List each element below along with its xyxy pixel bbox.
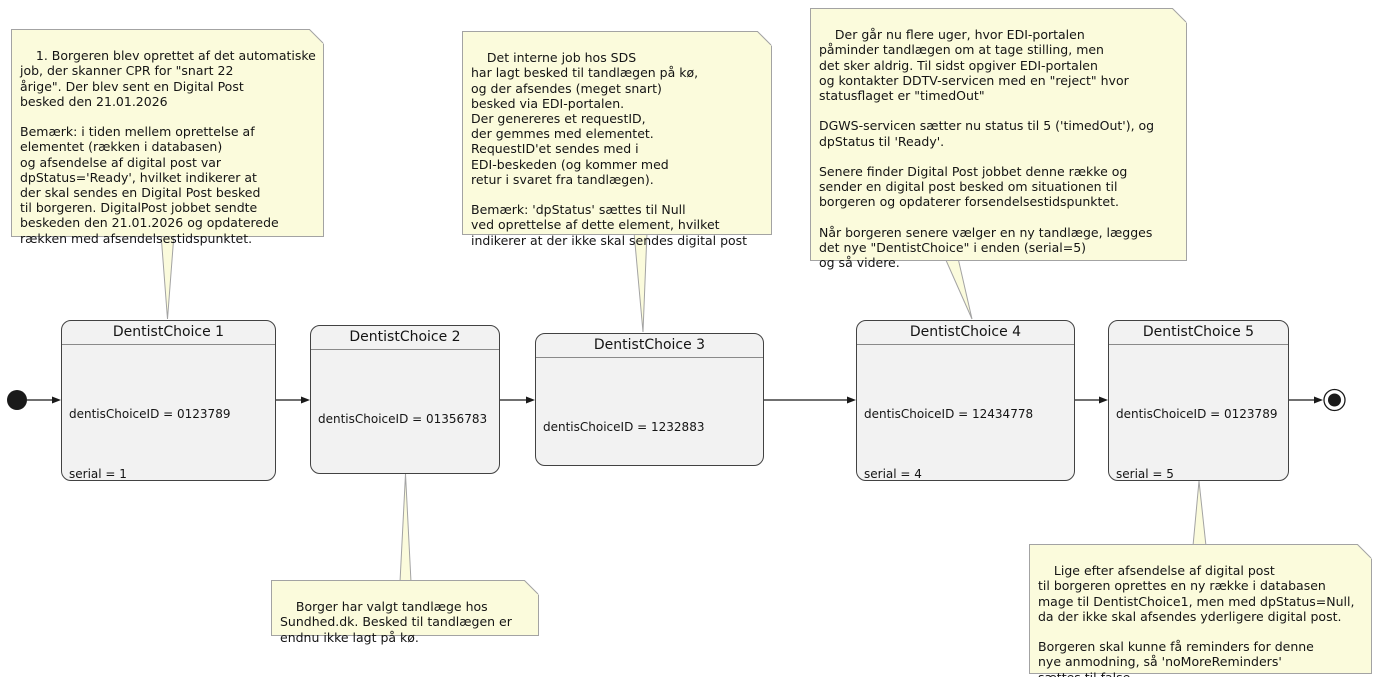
- state-box-dentistchoice-1: DentistChoice 1 dentisChoiceID = 0123789…: [61, 320, 276, 481]
- note-text: 1. Borgeren blev oprettet af det automat…: [20, 48, 316, 246]
- state-box-dentistchoice-2: DentistChoice 2 dentisChoiceID = 0135678…: [310, 325, 500, 474]
- note-connector-4: [399, 473, 412, 583]
- state-box-dentistchoice-4: DentistChoice 4 dentisChoiceID = 1243477…: [856, 320, 1075, 481]
- transition-arrow-5-to-end: [1289, 396, 1323, 404]
- state-fields: dentisChoiceID = 0123789 serial = 5 pers…: [1109, 345, 1288, 481]
- state-fields: dentisChoiceID = 12434778 serial = 4 per…: [857, 345, 1074, 481]
- note-text: Borger har valgt tandlæge hos Sundhed.dk…: [280, 599, 512, 645]
- state-title: DentistChoice 5: [1109, 321, 1288, 345]
- state-field-row: dentisChoiceID = 12434778: [864, 407, 1067, 422]
- note-text: Det interne job hos SDS har lagt besked …: [471, 50, 748, 248]
- note-dentist-chosen: Borger har valgt tandlæge hos Sundhed.dk…: [271, 579, 539, 645]
- field-name: dentisChoiceID: [318, 412, 409, 426]
- field-separator: =: [633, 420, 652, 434]
- field-separator: =: [408, 412, 427, 426]
- field-value: 4: [914, 467, 922, 481]
- field-name: serial: [1116, 467, 1149, 481]
- field-separator: =: [1206, 407, 1225, 421]
- note-connector-5: [1192, 480, 1207, 547]
- state-field-row: serial = 2: [318, 472, 492, 473]
- field-value: 12434778: [972, 407, 1034, 421]
- note-sds-queue: Det interne job hos SDS har lagt besked …: [462, 30, 772, 248]
- state-field-row: dentisChoiceID = 1232883: [543, 420, 756, 435]
- state-fields: dentisChoiceID = 1232883 serial = 3 pers…: [536, 358, 763, 465]
- field-name: dentisChoiceID: [69, 407, 160, 421]
- state-title: DentistChoice 4: [857, 321, 1074, 345]
- state-title: DentistChoice 3: [536, 334, 763, 358]
- field-name: serial: [318, 472, 351, 473]
- transition-arrow-2-to-3: [500, 396, 535, 404]
- state-box-dentistchoice-3: DentistChoice 3 dentisChoiceID = 1232883…: [535, 333, 764, 466]
- state-fields: dentisChoiceID = 01356783 serial = 2 per…: [311, 350, 499, 473]
- state-box-dentistchoice-5: DentistChoice 5 dentisChoiceID = 0123789…: [1108, 320, 1289, 481]
- transition-arrow-4-to-5: [1075, 396, 1108, 404]
- field-separator: =: [1148, 467, 1167, 481]
- field-value: 1: [119, 467, 127, 481]
- note-text: Der går nu flere uger, hvor EDI-portalen…: [819, 27, 1155, 271]
- state-field-row: dentisChoiceID = 01356783: [318, 412, 492, 427]
- fold-corner-icon: [756, 30, 772, 46]
- field-value: 5: [1166, 467, 1174, 481]
- state-field-row: serial = 5: [1116, 467, 1281, 481]
- field-separator: =: [896, 467, 915, 481]
- field-separator: =: [101, 467, 120, 481]
- field-name: dentisChoiceID: [1116, 407, 1207, 421]
- state-field-row: dentisChoiceID = 0123789: [1116, 407, 1281, 422]
- field-separator: =: [954, 407, 973, 421]
- state-field-row: serial = 1: [69, 467, 268, 481]
- final-state-icon: [1323, 388, 1346, 412]
- field-separator: =: [351, 472, 369, 473]
- note-text: Lige efter afsendelse af digital post ti…: [1038, 563, 1355, 677]
- transition-arrow-3-to-4: [763, 396, 856, 404]
- field-value: 01356783: [426, 412, 488, 426]
- transition-arrow-1-to-2: [276, 396, 310, 404]
- field-name: dentisChoiceID: [543, 420, 634, 434]
- fold-corner-icon: [1356, 543, 1372, 559]
- field-value: 0123789: [177, 407, 231, 421]
- field-name: serial: [864, 467, 897, 481]
- state-title: DentistChoice 1: [62, 321, 275, 345]
- note-new-row: Lige efter afsendelse af digital post ti…: [1029, 543, 1372, 677]
- fold-corner-icon: [1171, 7, 1187, 23]
- fold-corner-icon: [308, 28, 324, 44]
- field-value: 1232883: [651, 420, 705, 434]
- state-title: DentistChoice 2: [311, 326, 499, 350]
- note-connector-1: [160, 233, 175, 320]
- note-creation: 1. Borgeren blev oprettet af det automat…: [11, 28, 324, 246]
- note-connector-3: [944, 257, 973, 320]
- state-field-row: serial = 4: [864, 467, 1067, 481]
- field-value: 2: [368, 472, 376, 473]
- fold-corner-icon: [523, 579, 539, 595]
- state-field-row: dentisChoiceID = 0123789: [69, 407, 268, 422]
- start-state-icon: [7, 390, 27, 410]
- state-fields: dentisChoiceID = 0123789 serial = 1 pers…: [62, 345, 275, 481]
- note-timeout: Der går nu flere uger, hvor EDI-portalen…: [810, 7, 1187, 270]
- transition-arrow-start-to-1: [27, 396, 61, 404]
- field-name: serial: [69, 467, 102, 481]
- field-value: 0123789: [1224, 407, 1278, 421]
- field-name: dentisChoiceID: [864, 407, 955, 421]
- field-separator: =: [159, 407, 178, 421]
